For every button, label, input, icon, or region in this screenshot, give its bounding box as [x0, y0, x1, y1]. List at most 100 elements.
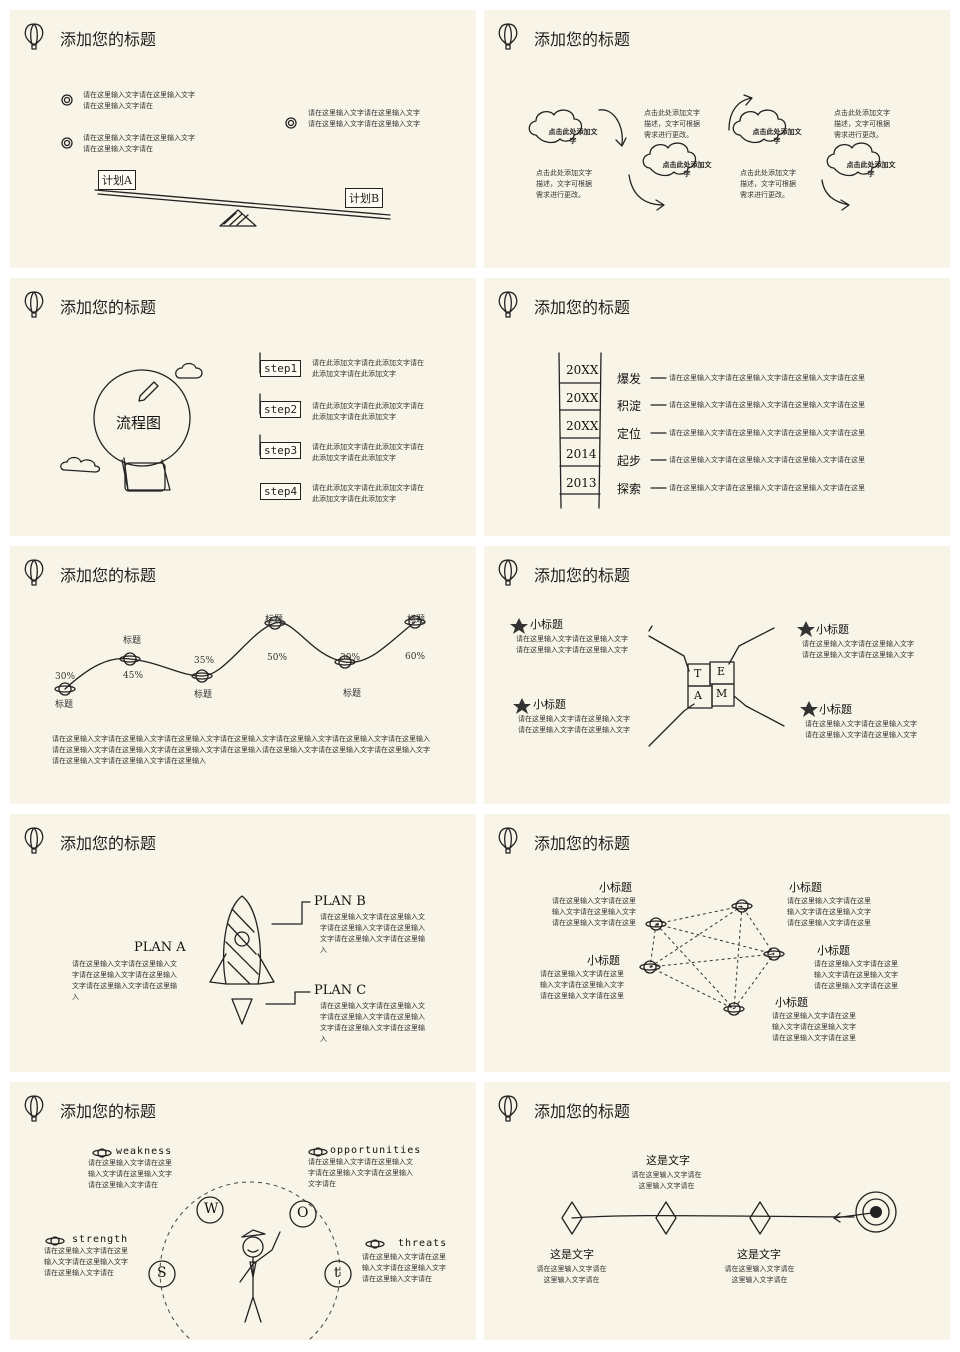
node-subtitle-4: 小标题	[817, 944, 850, 957]
node-text-5: 请在这里输入文字请在这里输入文字请在这里输入文字请在这里输入文字请在这里	[772, 1012, 856, 1042]
star-icon	[513, 698, 531, 714]
stage-label-1: 爆发	[617, 372, 642, 386]
slide-1: 添加您的标题 请在这里输入文字请在这里输入文字请在这里输入文字请在 请在这里输入…	[10, 10, 476, 268]
step-text-4: 请在此添加文字请在此添加文字请在此添加文字请在此添加文字	[312, 484, 424, 503]
planet-icon	[191, 669, 213, 683]
slide-8: 添加您的标题 小标题 请在这里输入文字请在这里输入文字请在这里输入文字请在这里输…	[484, 814, 950, 1072]
cloud-label-1: 点击此处添加文字	[548, 127, 598, 145]
slide-4: 添加您的标题 20XX 20XX 20XX 2014 2013 爆发 积淀 定位…	[484, 278, 950, 536]
top-label: 这是文字	[646, 1154, 690, 1167]
step-text-1: 请在此添加文字请在此添加文字请在此添加文字请在此添加文字	[312, 359, 424, 378]
slide-title: 添加您的标题	[60, 30, 157, 49]
step-box-4: step4	[260, 483, 302, 500]
slide-3: 添加您的标题 流程图 step1 step2 step3 step4 请在此添加…	[10, 278, 476, 536]
threats-text: 请在这里输入文字请在这里输入文字请在这里输入文字请在这里输入文字请在	[362, 1253, 446, 1283]
planet-icon	[404, 615, 426, 629]
node-subtitle-3: 小标题	[587, 954, 620, 967]
point-value-6: 60%	[405, 652, 426, 662]
flow-center-label: 流程图	[116, 414, 162, 432]
year-1: 20XX	[566, 363, 599, 377]
balloon-icon	[24, 23, 44, 50]
s5-body-text: 请在这里输入文字请在这里输入文字请在这里输入文字请在这里输入文字请在这里输入文字…	[52, 735, 430, 765]
point-value-5: 30%	[340, 653, 361, 663]
balloon-icon	[24, 1095, 44, 1122]
balloon-icon	[498, 1095, 518, 1122]
slide-2: 添加您的标题 点击此处添加文字 点击此处添加文字 点击此处添加文字 点击此处添加…	[484, 10, 950, 268]
year-5: 2013	[566, 476, 597, 490]
step-text-3: 请在此添加文字请在此添加文字请在此添加文字请在此添加文字	[312, 443, 424, 462]
slide-5: 添加您的标题 30% 标题 标题 45% 35% 标题 标题 50% 30% 标…	[10, 546, 476, 804]
node-text-1: 请在这里输入文字请在这里输入文字请在这里输入文字请在这里输入文字请在这里	[552, 897, 636, 927]
right-label: 这是文字	[737, 1248, 781, 1261]
plan-c-text: 请在这里输入文字请在这里输入文字请在这里输入文字请在这里输入文字请在这里输入文字…	[320, 1002, 425, 1043]
slide-title: 添加您的标题	[60, 566, 157, 585]
star-icon	[510, 618, 528, 634]
point-value-1: 30%	[55, 672, 76, 682]
left-text: 请在这里输入文字请在这里输入文字请在	[536, 1265, 607, 1284]
node-subtitle-1: 小标题	[599, 881, 632, 894]
step-text-2: 请在此添加文字请在此添加文字请在此添加文字请在此添加文字	[312, 402, 424, 421]
point-label-3: 标题	[194, 690, 213, 700]
cloud-label-3: 点击此处添加文字	[752, 127, 802, 145]
slide-title: 添加您的标题	[534, 566, 631, 585]
point-label-2: 标题	[123, 636, 142, 646]
slide-10: 添加您的标题 这是文字 请在这里输入文字请在这里输入文字请在 这是文字 请在这里…	[484, 1082, 950, 1340]
swot-letter-t: t	[334, 1265, 340, 1281]
subtitle-4: 小标题	[819, 703, 852, 716]
planet-icon	[645, 917, 667, 931]
plan-b-label: PLAN B	[314, 894, 366, 909]
slide-7: 添加您的标题 PLAN B 请在这里输入文字请在这里输入文字请在这里输入文字请在…	[10, 814, 476, 1072]
step-box-1: step1	[260, 360, 302, 377]
planet-icon	[723, 1002, 745, 1016]
cloud-desc-4: 点击此处添加文字描述，文字可根据需求进行更改。	[740, 169, 796, 199]
planet-icon	[264, 616, 286, 630]
slide-title: 添加您的标题	[534, 298, 631, 317]
subtitle-text-1: 请在这里输入文字请在这里输入文字请在这里输入文字请在这里输入文字	[516, 635, 628, 654]
planet-icon	[365, 1239, 385, 1249]
point-label-1: 标题	[55, 700, 74, 710]
node-text-4: 请在这里输入文字请在这里输入文字请在这里输入文字请在这里输入文字请在这里	[814, 960, 898, 990]
cloud-desc-1: 点击此处添加文字描述，文字可根据需求进行更改。	[644, 109, 700, 139]
point-label-5: 标题	[343, 689, 362, 699]
s1-text-3: 请在这里输入文字请在这里输入文字请在这里输入文字请在这里输入文字	[308, 109, 420, 128]
point-value-3: 35%	[194, 656, 215, 666]
puzzle-letter-m: M	[716, 687, 728, 700]
point-value-4: 50%	[267, 653, 288, 663]
node-subtitle-5: 小标题	[775, 996, 808, 1009]
year-3: 20XX	[566, 419, 599, 433]
stage-text-5: 请在这里输入文字请在这里输入文字请在这里输入文字请在这里	[669, 484, 865, 492]
s1-text-2: 请在这里输入文字请在这里输入文字请在这里输入文字请在	[83, 134, 195, 153]
right-text: 请在这里输入文字请在这里输入文字请在	[724, 1265, 795, 1284]
balloon-icon	[498, 23, 518, 50]
plan-a-label: PLAN A	[134, 940, 186, 955]
subtitle-3: 小标题	[816, 623, 849, 636]
slide-title: 添加您的标题	[60, 1102, 157, 1121]
point-label-4: 标题	[265, 615, 284, 625]
swot-letter-s: S	[157, 1265, 167, 1281]
stage-label-4: 起步	[617, 454, 642, 468]
plan-b-box: 计划B	[345, 188, 384, 208]
planet-icon	[731, 899, 753, 913]
swot-letter-w: W	[204, 1201, 219, 1217]
target-icon	[855, 1191, 897, 1233]
slide-9: 添加您的标题 W O S t weakness 请在这里输入文字请在这里输入文字…	[10, 1082, 476, 1340]
cloud-arrows-illustration	[528, 94, 881, 211]
planet-icon	[92, 1148, 112, 1158]
puzzle-letter-t: T	[694, 667, 702, 680]
wave-timeline	[54, 615, 426, 696]
weakness-label: weakness	[116, 1146, 173, 1157]
stage-label-2: 积淀	[617, 399, 642, 413]
ladder-illustration	[558, 352, 667, 509]
subtitle-text-4: 请在这里输入文字请在这里输入文字请在这里输入文字请在这里输入文字	[805, 720, 917, 739]
planet-icon	[45, 1236, 65, 1246]
stage-text-2: 请在这里输入文字请在这里输入文字请在这里输入文字请在这里	[669, 401, 865, 409]
step-box-3: step3	[260, 442, 302, 459]
balloon-icon	[24, 291, 44, 318]
plan-b-text: 请在这里输入文字请在这里输入文字请在这里输入文字请在这里输入文字请在这里输入文字…	[320, 913, 425, 954]
cloud-label-4: 点击此处添加文字	[846, 160, 896, 178]
threats-label: threats	[398, 1238, 448, 1249]
network-illustration	[639, 899, 785, 1016]
seesaw-illustration	[61, 94, 391, 227]
star-icon	[797, 621, 815, 637]
balloon-icon	[498, 559, 518, 586]
